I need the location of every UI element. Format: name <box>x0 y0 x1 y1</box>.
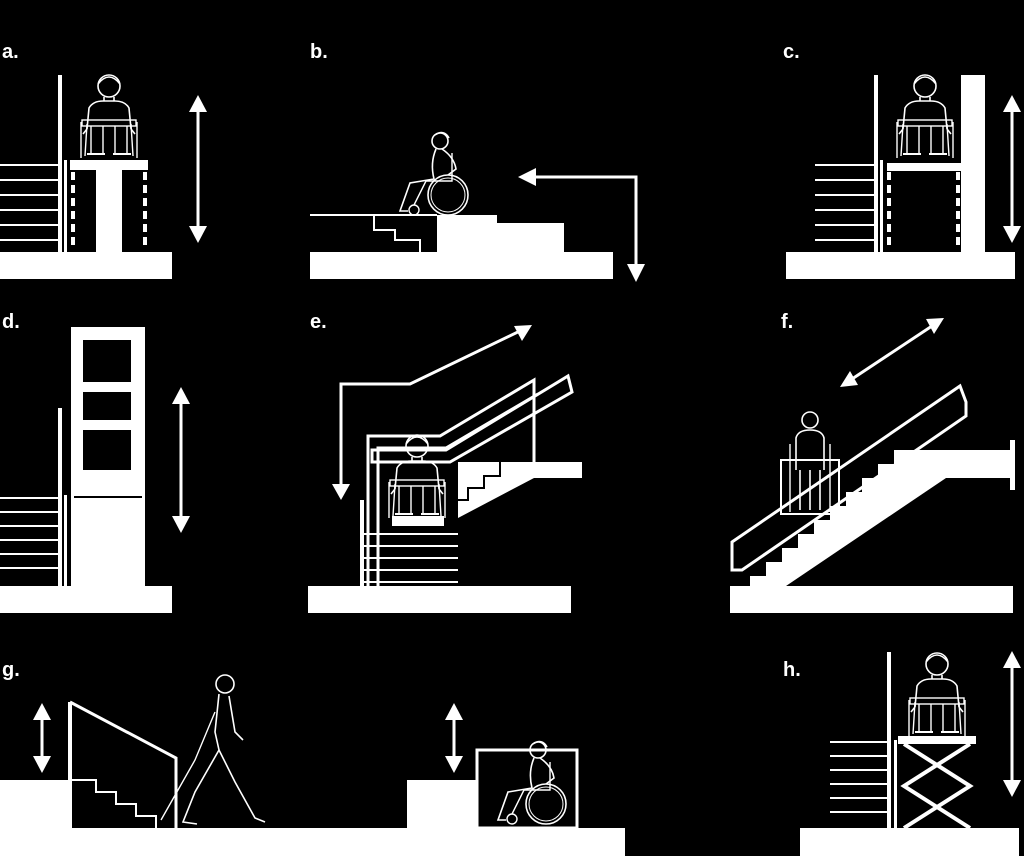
panel-label-d: d. <box>2 311 20 333</box>
panel-h-scissor-lift <box>800 651 1021 856</box>
panel-label-h: h. <box>783 659 801 681</box>
panel-label-e: e. <box>310 311 327 333</box>
panel-label-b: b. <box>310 41 328 63</box>
panel-d-lift-tower <box>0 327 190 613</box>
panel-label-c: c. <box>783 41 800 63</box>
panel-a-vertical-platform-lift <box>0 74 207 279</box>
panel-label-f: f. <box>781 311 794 333</box>
panel-c-enclosed-platform-lift <box>786 74 1021 279</box>
panel-b-stair-ramp <box>310 131 645 282</box>
panel-g-stair-convertible-lift <box>0 674 625 856</box>
panel-label-g: g. <box>2 659 20 681</box>
panel-f-inclined-stairlift <box>730 318 1015 613</box>
panel-e-platform-stairlift <box>308 325 582 613</box>
panel-label-a: a. <box>2 41 19 63</box>
